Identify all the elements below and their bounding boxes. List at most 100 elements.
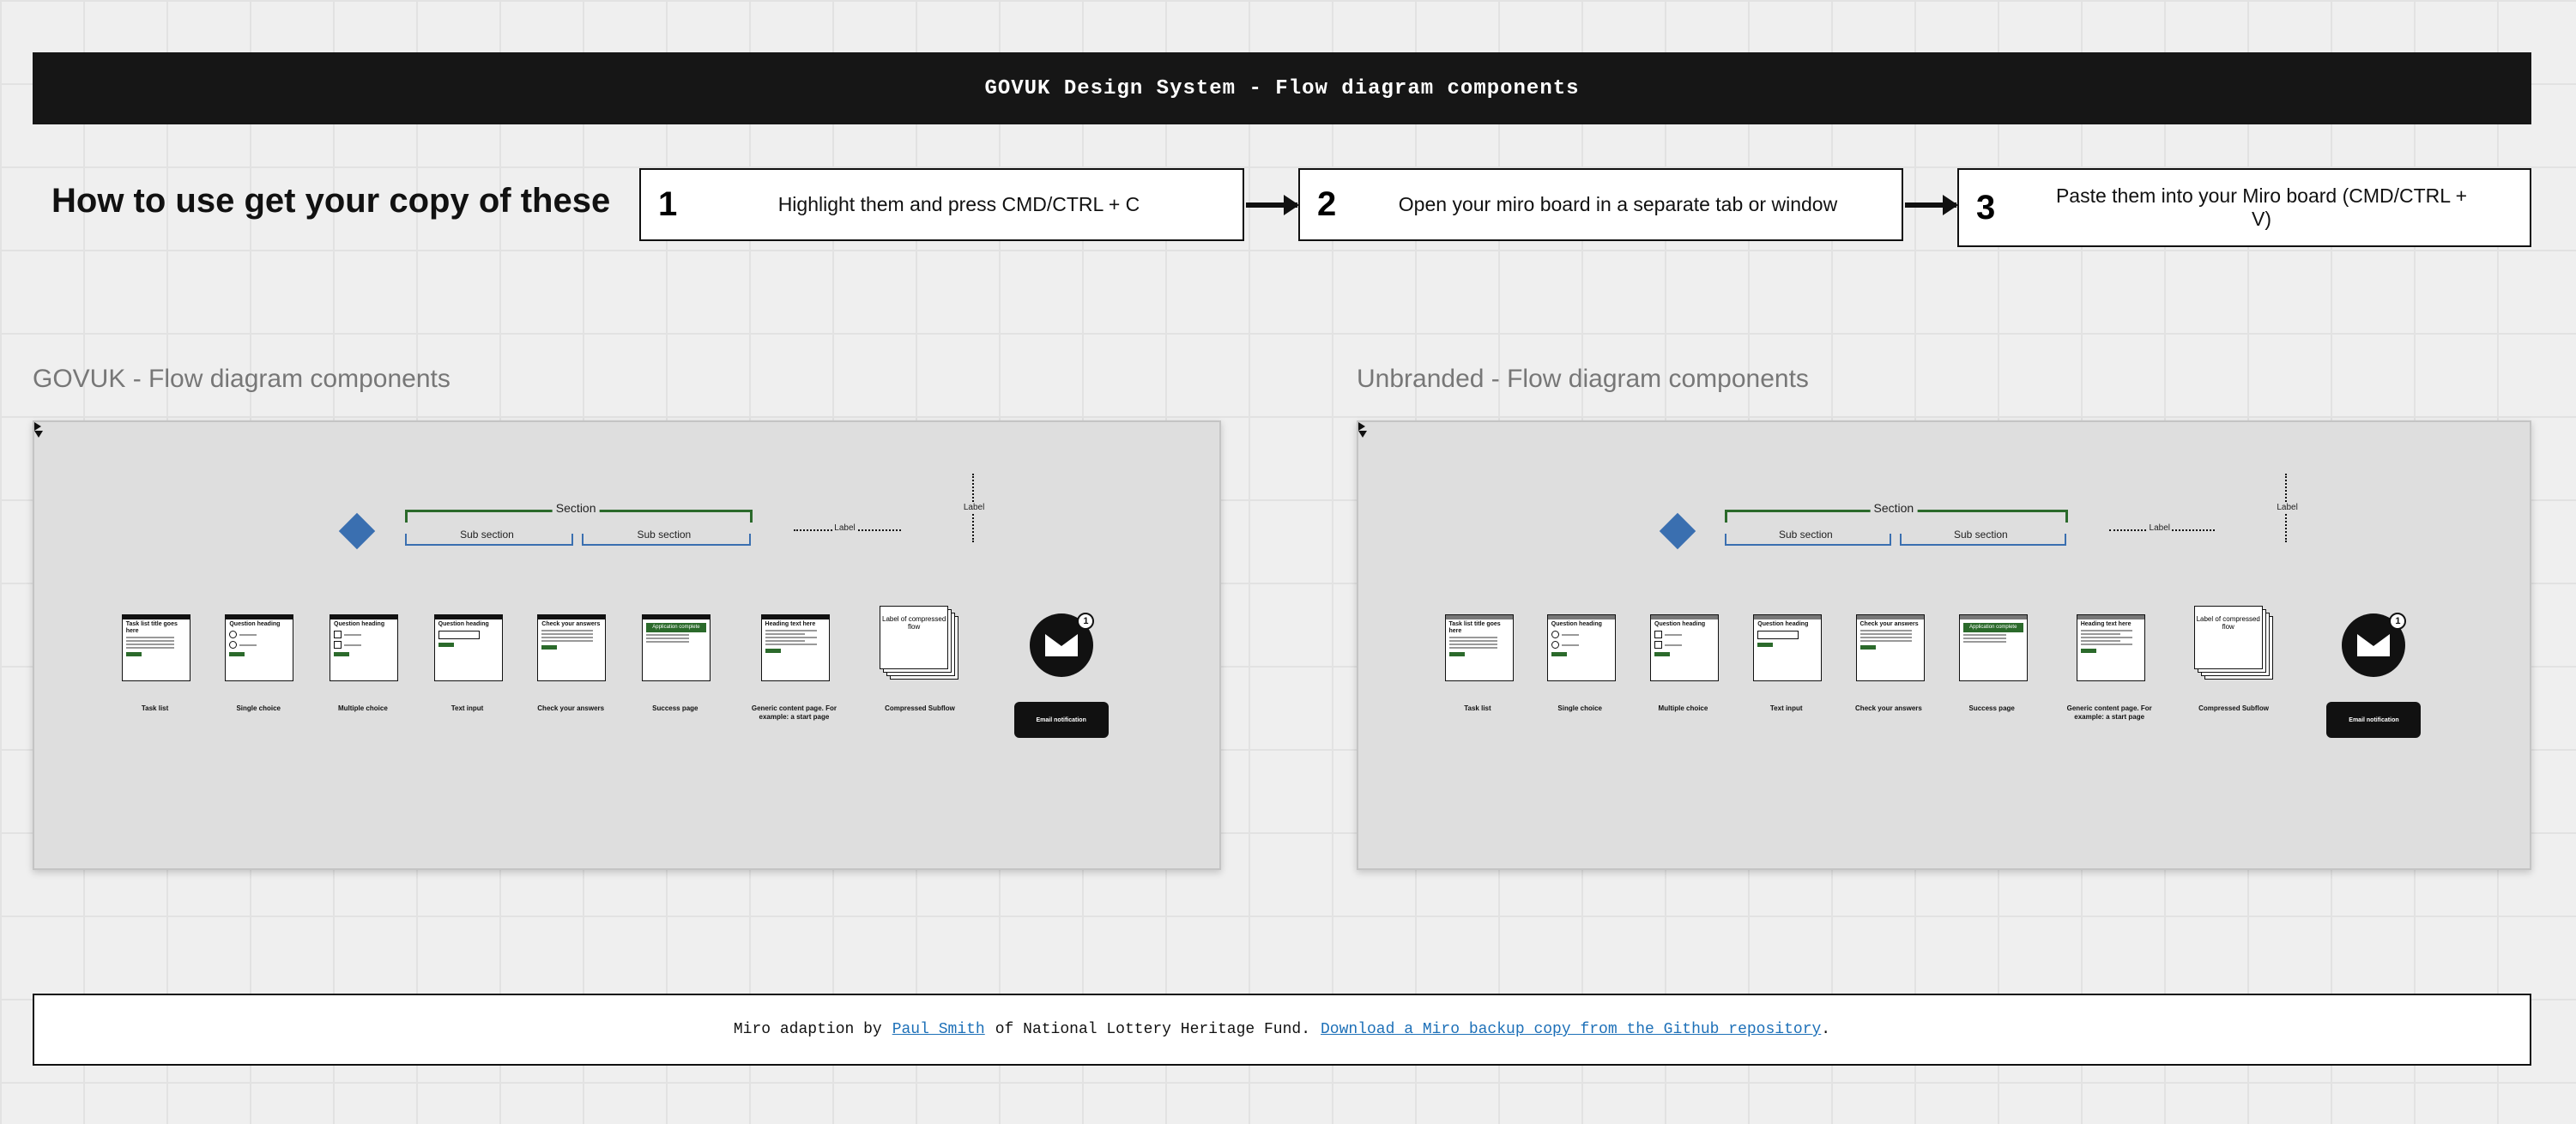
email-notification-button[interactable]: Email notification (2326, 702, 2422, 738)
flow-page[interactable]: Question heading (1650, 614, 1720, 681)
option (229, 641, 289, 649)
text-line (645, 634, 689, 636)
option (1551, 641, 1612, 649)
page-heading: Check your answers (1859, 621, 1919, 627)
text-line (125, 647, 174, 649)
text-line (2080, 633, 2120, 635)
page-caption: Generic content page. For example: a sta… (2066, 704, 2152, 721)
arrow-head-icon (34, 422, 41, 431)
option-line (1561, 633, 1579, 636)
flow-page[interactable]: Question heading (1753, 614, 1823, 681)
page-caption: Task list (1464, 704, 1491, 712)
step-number: 2 (1317, 185, 1337, 223)
page-heading: Question heading (1757, 621, 1809, 627)
arrow-head-icon (1358, 431, 1367, 438)
continue-button (541, 645, 558, 650)
page-header-bar (122, 615, 190, 619)
flow-page[interactable]: Question heading (225, 614, 294, 681)
text-line (765, 644, 817, 645)
checkbox-icon (334, 641, 342, 649)
download-link[interactable]: Download a Miro backup copy from the Git… (1321, 1021, 1822, 1038)
text-line (2080, 640, 2120, 642)
option (334, 631, 394, 638)
flow-page[interactable]: Task list title goes here (121, 614, 190, 681)
flow-page[interactable]: Check your answers (537, 614, 607, 681)
section-label: Section (552, 501, 600, 515)
page-header-bar (1856, 615, 1924, 619)
checkbox-icon (1654, 631, 1663, 638)
flow-page[interactable]: Question heading (1546, 614, 1616, 681)
step-text: Paste them into your Miro board (CMD/CTR… (2055, 184, 2468, 230)
text-line (125, 644, 174, 645)
section-label: Section (1870, 501, 1918, 515)
label-text: Label (2275, 503, 2300, 512)
text-line (1448, 644, 1497, 645)
continue-button (229, 652, 245, 656)
footer-prefix: Miro adaption by (733, 1021, 882, 1038)
continue-button (334, 652, 349, 656)
option-line (1665, 633, 1683, 636)
sub-section-label: Sub section (457, 529, 517, 541)
text-line (2080, 630, 2132, 631)
continue-button (765, 649, 781, 653)
sub-section-label: Sub section (633, 529, 695, 541)
text-line (1962, 634, 2006, 636)
flow-page[interactable]: Question heading (433, 614, 503, 681)
continue-button (1551, 652, 1567, 656)
flow-page[interactable]: Question heading (330, 614, 398, 681)
text-line (541, 640, 594, 642)
page-caption: Single choice (1557, 704, 1602, 712)
step-number: 3 (1976, 188, 1996, 227)
text-line (1448, 637, 1497, 638)
text-line (1859, 640, 1912, 642)
option (1551, 631, 1612, 638)
notification-badge: 1 (2389, 613, 2407, 630)
flow-page[interactable]: Application complete (641, 614, 711, 681)
page-heading: Application complete (645, 623, 706, 632)
continue-button (1448, 652, 1465, 656)
email-notification-button[interactable]: Email notification (1013, 702, 1109, 738)
continue-button (125, 652, 142, 656)
footer-middle: of National Lottery Heritage Fund. (995, 1021, 1310, 1038)
page-caption: Check your answers (537, 704, 605, 712)
text-line (765, 630, 817, 631)
flow-page[interactable]: Application complete (1958, 614, 2028, 681)
sub-section-bracket (404, 534, 574, 546)
text-line (1962, 641, 2006, 643)
step-1: 1 Highlight them and press CMD/CTRL + C (639, 168, 1244, 241)
page-caption: Check your answers (1855, 704, 1922, 712)
text-line (765, 633, 805, 635)
option (1654, 631, 1714, 638)
page-header-bar (330, 615, 397, 619)
decision-diamond-icon (338, 512, 376, 550)
email-circle[interactable] (2342, 613, 2406, 677)
label-text: Label (961, 503, 987, 512)
text-line (541, 630, 594, 631)
step-text: Highlight them and press CMD/CTRL + C (777, 193, 1140, 215)
subflow-page[interactable]: Label of compressed flow (2193, 606, 2263, 669)
text-line (765, 637, 817, 638)
email-circle[interactable] (1029, 613, 1093, 677)
subflow-heading: Label of compressed flow (882, 615, 946, 631)
subflow-page[interactable]: Label of compressed flow (880, 606, 949, 669)
text-line (765, 640, 805, 642)
flow-page[interactable]: Task list title goes here (1444, 614, 1514, 681)
author-link[interactable]: Paul Smith (892, 1021, 985, 1038)
text-line (1859, 630, 1912, 631)
text-line (541, 637, 594, 638)
flow-page[interactable]: Check your answers (1855, 614, 1925, 681)
howto-heading: How to use get your copy of these (51, 182, 611, 220)
flow-page[interactable]: Heading text here (2076, 614, 2145, 681)
page-heading: Check your answers (541, 621, 601, 627)
checkbox-icon (1654, 641, 1663, 649)
page-header-bar (642, 615, 710, 619)
option-line (344, 644, 361, 646)
subflow-caption: Compressed Subflow (885, 704, 955, 712)
arrow-head-icon (1358, 422, 1365, 431)
text-line (1859, 637, 1912, 638)
checkbox-icon (334, 631, 342, 638)
flow-page[interactable]: Heading text here (760, 614, 830, 681)
page-header-bar (1651, 615, 1719, 619)
